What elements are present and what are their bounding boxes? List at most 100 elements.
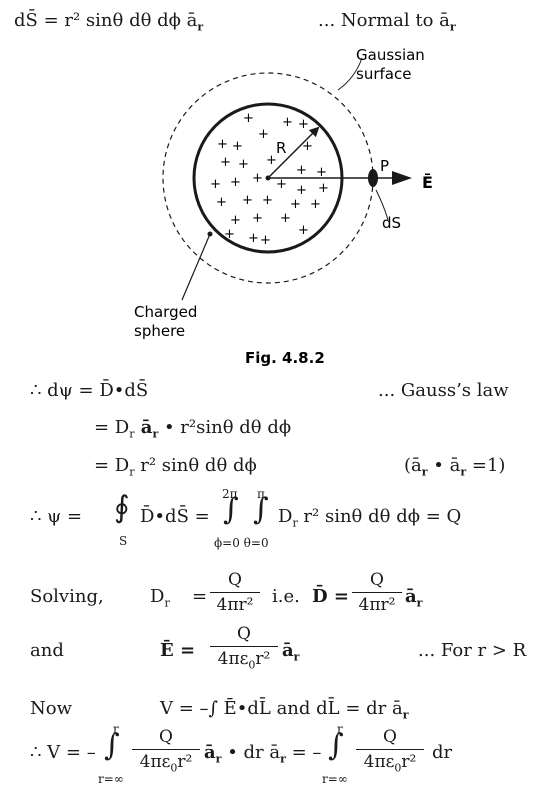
final-int-sign: ∫ <box>104 728 120 763</box>
final-lhs-text: ∴ V = – <box>30 742 96 763</box>
gauss-line-3-note-b: • ā <box>427 455 461 476</box>
psi-upper2-text: π <box>257 487 265 501</box>
field-frac-num: Q <box>237 624 251 644</box>
solving-lhs-text: D <box>150 586 165 607</box>
solving-dvec: D̄ = <box>312 586 349 607</box>
gauss-line-2-sub2: r <box>152 427 159 441</box>
gauss-line-1-text: ∴ dψ = D̄•dS̄ <box>30 380 149 401</box>
solving-a-sub: r <box>416 596 423 610</box>
plus-sign: + <box>266 153 277 168</box>
field-frac-den-b: r² <box>255 649 271 669</box>
field-lhs-text: Ē = <box>160 640 196 661</box>
plus-sign: + <box>243 111 254 126</box>
sphere-label-2: sphere <box>134 322 185 340</box>
gauss-line-3: = Dr r² sinθ dθ dϕ <box>94 455 257 479</box>
field-frac: Q 4πε0r² <box>210 624 278 671</box>
final-frac1-den: 4πε0r² <box>132 752 200 774</box>
psi-int2: ∫ <box>253 492 269 527</box>
final-frac2-den: 4πε0r² <box>356 752 424 774</box>
ds-equation: dS̄ = r² sinθ dθ dϕ ār <box>14 10 203 34</box>
solving-label-text: Solving, <box>30 586 104 607</box>
plus-sign: + <box>252 171 263 186</box>
plus-sign: + <box>262 193 273 208</box>
solving-frac2-den: 4πr² <box>358 595 396 615</box>
plus-sign: + <box>316 165 327 180</box>
final-mid-a: ā <box>204 742 216 763</box>
field-lhs: Ē = <box>160 640 195 661</box>
plus-sign: + <box>296 183 307 198</box>
gauss-line-3-sub: r <box>129 465 135 479</box>
field-a-sub: r <box>293 650 300 664</box>
plus-sign: + <box>296 163 307 178</box>
gauss-line-3-note-sub1: r <box>421 465 428 479</box>
gauss-line-3-note-sub2: r <box>460 465 467 479</box>
final-mid-c: = – <box>285 742 322 763</box>
potential-label-text: Now <box>30 698 72 719</box>
solving-eq: = <box>192 586 207 607</box>
gauss-line-1-note: ... Gauss’s law <box>378 380 509 401</box>
gauss-note-text: ... Gauss’s law <box>378 380 509 401</box>
ds-equation-sub: r <box>197 20 204 34</box>
gauss-line-2-sub1: r <box>129 427 135 441</box>
field-and-text: and <box>30 640 64 661</box>
final-frac2: Q 4πε0r² <box>356 727 424 774</box>
final-frac2-den-sub: 0 <box>394 761 402 775</box>
field-label-and: and <box>30 640 64 661</box>
final-frac2-bar <box>356 749 424 750</box>
field-frac-den: 4πε0r² <box>210 649 278 671</box>
final-upper-text: r <box>113 722 119 736</box>
solving-a-text: ā <box>405 586 417 607</box>
charge-signs: ++++++++++++++++++++++++++++++ <box>210 111 329 248</box>
plus-sign: + <box>258 127 269 142</box>
psi-upper2: π <box>257 487 265 501</box>
plus-sign: + <box>298 117 309 132</box>
psi-rhs-a: D <box>278 506 293 527</box>
final-frac1-num: Q <box>159 727 173 747</box>
final-upper: r <box>113 722 119 736</box>
potential-eq: V = –∫ Ē•dL̄ and dL̄ = dr ār <box>160 698 409 722</box>
sphere-label-1: Charged <box>134 303 197 321</box>
psi-mid: D̄•dS̄ = <box>140 506 210 527</box>
center-dot <box>265 175 271 181</box>
ds-note-text: ... Normal to ā <box>318 10 450 31</box>
plus-sign: + <box>242 193 253 208</box>
final-int2: ∫ <box>328 728 344 763</box>
psi-oint: ∮ <box>114 490 130 525</box>
gaussian-leader <box>337 57 363 91</box>
plus-sign: + <box>210 177 221 192</box>
final-frac1-den-sub: 0 <box>170 761 178 775</box>
plus-sign: + <box>310 197 321 212</box>
psi-upper1: 2π <box>222 487 238 501</box>
field-frac-den-sub: 0 <box>248 658 256 672</box>
gauss-line-2-a: = D <box>94 417 130 438</box>
solving-dvec-text: D̄ = <box>312 586 349 607</box>
plus-sign: + <box>224 227 235 242</box>
final-frac2-den-a: 4πε <box>363 752 395 772</box>
plus-sign: + <box>238 157 249 172</box>
figure-caption: Fig. 4.8.2 <box>245 349 325 367</box>
final-lower-text: r=∞ <box>98 772 124 786</box>
ds-leader <box>375 189 389 221</box>
final-mid-b: • dr ā <box>221 742 281 763</box>
potential-eq-text: V = –∫ Ē•dL̄ and dL̄ = dr ā <box>160 698 403 719</box>
final-frac2-num: Q <box>383 727 397 747</box>
psi-mid-text: D̄•dS̄ = <box>140 506 210 527</box>
field-a: ār <box>282 640 299 664</box>
plus-sign: + <box>252 211 263 226</box>
field-label: Ē <box>422 172 433 192</box>
solving-lhs: Dr <box>150 586 170 610</box>
plus-sign: + <box>216 195 227 210</box>
final-frac1-bar <box>132 749 200 750</box>
final-upper2: r <box>337 722 343 736</box>
sphere-leader <box>181 233 211 301</box>
plus-sign: + <box>230 175 241 190</box>
final-frac1: Q 4πε0r² <box>132 727 200 774</box>
ds-label: dS <box>382 214 401 232</box>
psi-lower: ϕ=0 θ=0 <box>214 536 269 550</box>
psi-rhs-sub: r <box>292 516 298 530</box>
solving-frac1-den: 4πr² <box>216 595 254 615</box>
psi-rhs-b: r² sinθ dθ dϕ = Q <box>297 506 462 527</box>
plus-sign: + <box>302 139 313 154</box>
psi-int2-sign: ∫ <box>253 492 269 527</box>
